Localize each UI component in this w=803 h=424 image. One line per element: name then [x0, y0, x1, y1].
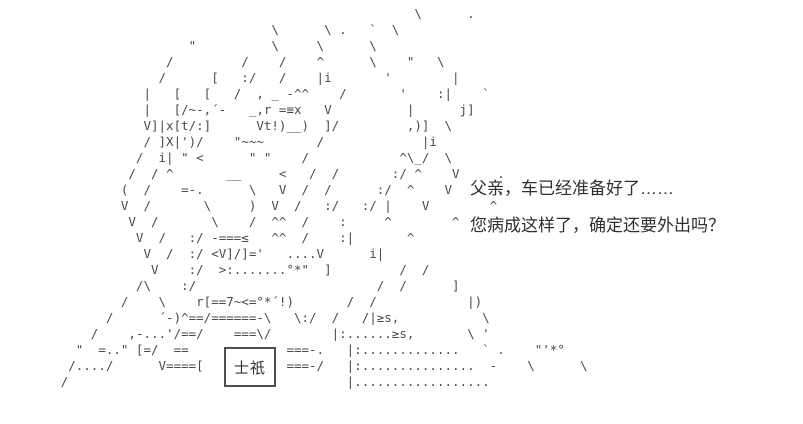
character-name-label: 士祇 — [233, 359, 266, 377]
dialogue-line-1: 父亲，车已经准备好了…… — [470, 179, 674, 198]
character-name-box: 士祇 — [224, 347, 276, 387]
ascii-art: \ . \ \ . ` \ " \ \ \ / / / ^ \ " \ / [ — [60, 6, 588, 389]
dialogue-line-2: 您病成这样了，确定还要外出吗？ — [470, 216, 725, 235]
